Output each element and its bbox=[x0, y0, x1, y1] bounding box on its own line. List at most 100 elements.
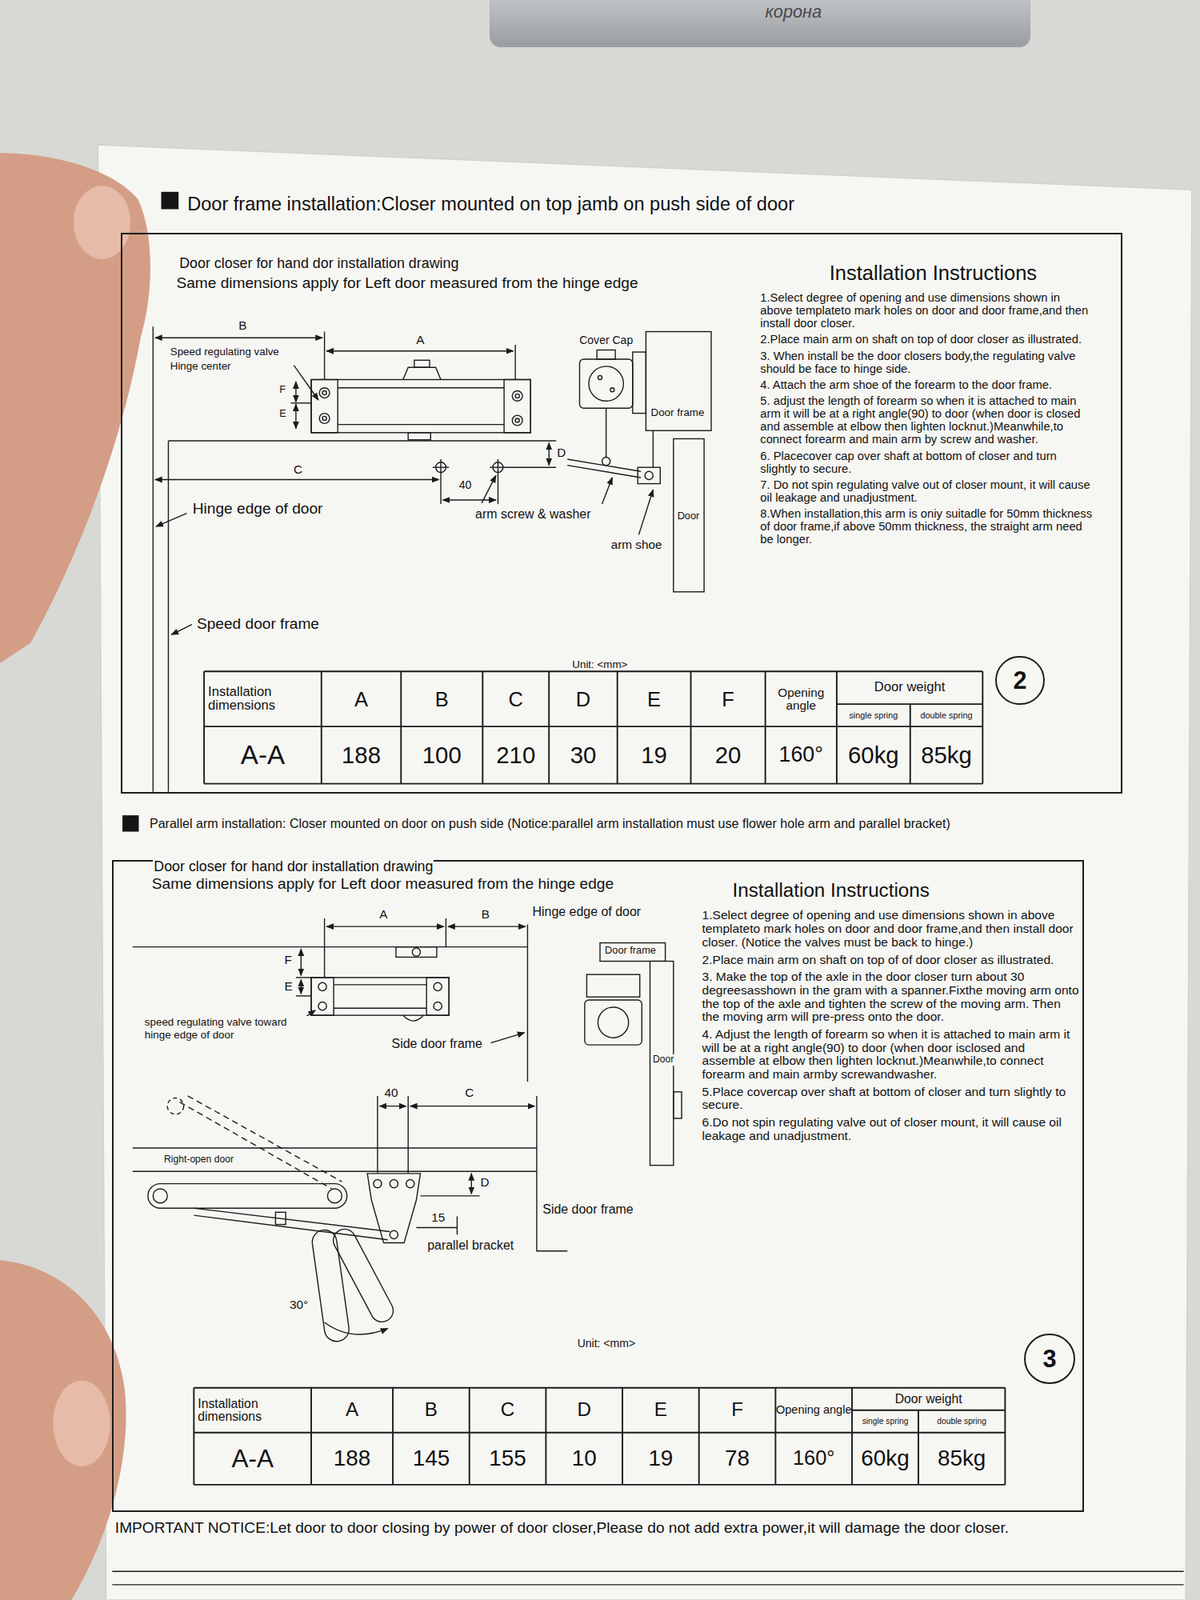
table-rule bbox=[616, 671, 619, 784]
dimension-letter: C bbox=[292, 462, 304, 477]
side-view-closer bbox=[567, 465, 641, 478]
table-rule bbox=[193, 1484, 1005, 1486]
elevation-parallel-arm bbox=[456, 1216, 458, 1235]
elevation-parallel-arm bbox=[327, 1188, 342, 1204]
part-label: Door bbox=[676, 510, 701, 523]
page-number-circle: 3 bbox=[1024, 1333, 1076, 1385]
table-cell: 19 bbox=[622, 1432, 700, 1485]
top-view-parallel bbox=[333, 984, 427, 985]
side-view-closer bbox=[605, 408, 607, 457]
elevation-parallel-arm bbox=[152, 1188, 168, 1204]
table-rule bbox=[851, 1388, 853, 1485]
top-view-closer bbox=[291, 402, 312, 404]
top-view-closer bbox=[481, 475, 496, 503]
part-label: Door frame bbox=[650, 406, 706, 419]
table-rule bbox=[192, 1388, 195, 1485]
unit-note: Unit: <mm> bbox=[576, 1336, 636, 1350]
table-cell: F bbox=[691, 671, 766, 727]
part-label: Door bbox=[652, 1054, 675, 1066]
table-cell: E bbox=[617, 671, 692, 727]
instructions-heading: Installation Instructions bbox=[732, 879, 931, 902]
top-view-parallel bbox=[426, 977, 449, 1016]
part-label: speed regulating valve toward hinge edge… bbox=[144, 1016, 314, 1041]
table-cell: 10 bbox=[545, 1432, 623, 1485]
elevation-parallel-arm bbox=[275, 1212, 286, 1224]
dimension-value: 15 bbox=[430, 1210, 446, 1225]
table-rule bbox=[917, 1410, 920, 1485]
table-cell: C bbox=[469, 1388, 547, 1433]
top-view-parallel bbox=[491, 1032, 525, 1044]
instruction-step: 5. adjust the length of forearm so when … bbox=[760, 395, 1095, 447]
instruction-step: 1.Select degree of opening and use dimen… bbox=[760, 292, 1095, 331]
top-view-closer bbox=[514, 344, 516, 380]
table-cell: 19 bbox=[617, 726, 692, 784]
table-cell: A-A bbox=[193, 1432, 312, 1485]
table-cell: 85kg bbox=[910, 726, 984, 784]
top-view-parallel bbox=[300, 948, 302, 976]
elevation-parallel-arm bbox=[410, 1105, 536, 1107]
table-rule bbox=[1004, 1388, 1006, 1485]
side-view-parallel bbox=[597, 1007, 628, 1038]
table-rule bbox=[193, 1387, 1005, 1389]
table-rule bbox=[468, 1388, 471, 1485]
table-rule bbox=[836, 671, 838, 784]
dimension-letter: F bbox=[284, 952, 293, 968]
table-rule bbox=[852, 1409, 1005, 1412]
top-view-closer bbox=[515, 418, 520, 423]
table-cell: 78 bbox=[699, 1432, 776, 1485]
table-cell: 210 bbox=[482, 726, 549, 784]
elevation-parallel-arm bbox=[367, 1173, 420, 1244]
part-label: Cover Cap bbox=[578, 333, 634, 347]
top-view-parallel bbox=[296, 995, 312, 996]
top-view-parallel bbox=[448, 925, 526, 927]
table-cell: B bbox=[400, 671, 483, 727]
elevation-parallel-arm bbox=[389, 1230, 398, 1239]
top-view-closer bbox=[512, 391, 523, 402]
top-view-parallel bbox=[445, 918, 447, 948]
top-view-closer bbox=[497, 459, 499, 504]
side-view-closer bbox=[673, 438, 704, 592]
instruction-step: 4. Adjust the length of forearm so when … bbox=[702, 1028, 1080, 1082]
table-rule bbox=[774, 1388, 776, 1485]
table-cell: 60kg bbox=[836, 726, 911, 784]
side-view-parallel bbox=[584, 1000, 642, 1045]
page-rule bbox=[112, 1571, 1184, 1572]
table-cell: 155 bbox=[469, 1432, 547, 1485]
part-label: arm shoe bbox=[610, 537, 664, 552]
top-view-closer bbox=[548, 443, 550, 466]
top-view-closer bbox=[152, 326, 154, 792]
part-label: Speed regulating valve bbox=[169, 345, 280, 358]
table-cell: 160° bbox=[775, 1432, 852, 1485]
top-view-closer bbox=[311, 379, 338, 432]
table-cell: 160° bbox=[765, 726, 837, 784]
side-view-closer bbox=[602, 477, 613, 504]
table-rule bbox=[981, 671, 984, 784]
top-view-closer bbox=[440, 459, 441, 504]
side-view-closer bbox=[610, 388, 615, 392]
top-view-closer bbox=[171, 624, 192, 636]
dimension-letter: D bbox=[556, 445, 567, 460]
side-view-closer bbox=[652, 430, 654, 468]
top-view-closer bbox=[152, 326, 556, 792]
table-cell: double spring bbox=[918, 1410, 1005, 1433]
drawing-caption: Same dimensions apply for Left door meas… bbox=[175, 274, 639, 292]
top-view-parallel bbox=[296, 976, 312, 978]
page-number: 3 bbox=[1042, 1344, 1056, 1373]
table-cell: D bbox=[545, 1388, 623, 1433]
top-view-closer bbox=[295, 404, 296, 429]
top-view-parallel bbox=[412, 948, 420, 956]
instruction-step: 4. Attach the arm shoe of the forearm to… bbox=[760, 379, 1095, 392]
top-view-closer bbox=[156, 513, 187, 528]
important-notice: IMPORTANT NOTICE:Let door to door closin… bbox=[114, 1519, 1168, 1537]
top-view-parallel bbox=[433, 1002, 442, 1011]
side-view-closer bbox=[579, 359, 632, 408]
elevation-parallel-arm bbox=[188, 1096, 343, 1182]
top-view-closer bbox=[322, 391, 327, 396]
table-cell: Door weight bbox=[852, 1388, 1005, 1411]
table-cell: A bbox=[311, 1388, 393, 1433]
dimension-letter: F bbox=[278, 384, 287, 396]
page-number: 2 bbox=[1012, 666, 1027, 695]
top-view-closer bbox=[155, 336, 323, 338]
elevation-parallel-arm bbox=[373, 1179, 382, 1188]
